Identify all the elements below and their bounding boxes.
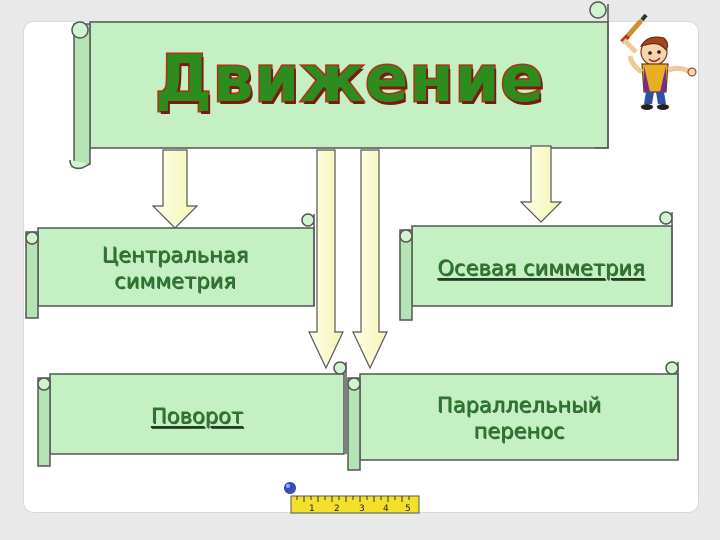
ruler-number: 4 [383,504,389,514]
central-symmetry-line-1: Центральная [101,243,249,267]
arrow-to-axial [519,145,563,223]
arrow-to-parallel [352,149,388,370]
parallel-translation-label: Параллельный перенос [362,380,676,456]
page-title: Движение [154,42,546,119]
axial-symmetry-text: Осевая симметрия [437,256,645,280]
parallel-translation-line-1: Параллельный [436,393,602,417]
scroll-box-axial [399,211,673,321]
arrow-to-central [151,149,199,229]
axial-symmetry-label: Осевая симметрия [412,230,670,306]
rotation-text: Поворот [150,404,244,428]
scroll-box-rotation [37,361,347,467]
rotation-label: Поворот [52,378,342,454]
central-symmetry-label: Центральная симметрия [40,232,310,304]
ruler-number: 2 [334,504,340,514]
scroll-box-central [25,213,315,319]
cartoon-boy-icon [620,13,697,110]
ruler-number: 1 [309,504,315,514]
ruler-number: 5 [405,504,411,514]
ruler-icon: 1 2 3 4 5 [284,482,420,514]
parallel-translation-line-2: перенос [473,419,565,443]
central-symmetry-line-2: симметрия [114,269,236,293]
title-scroll [69,1,609,170]
arrow-to-rotation [308,149,344,370]
scroll-box-parallel [347,361,679,471]
ruler-number: 3 [359,504,365,514]
